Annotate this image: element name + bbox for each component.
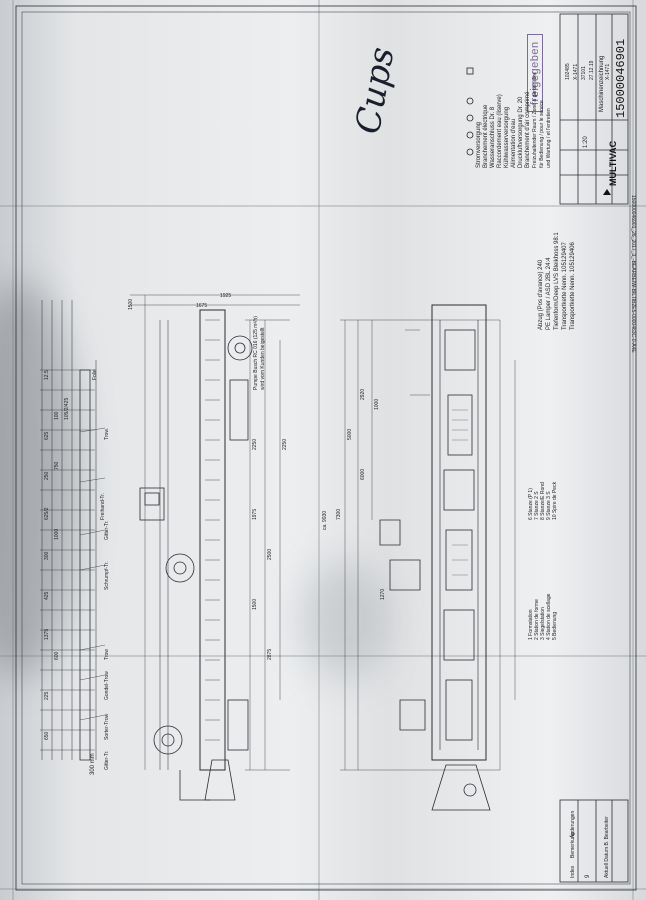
drawing-number: 15000046901: [614, 38, 628, 118]
dimension-label: 6000: [360, 468, 366, 480]
dimension-label: 425: [44, 591, 50, 600]
fold-line: [318, 0, 320, 900]
dimension-label: 225: [44, 691, 50, 700]
spec-item: Transportkette Nenn. 105129407: [562, 242, 568, 330]
revision-row: Aktuell Datum B. Bearbeiter: [604, 816, 610, 878]
legend-item: für Bedienung / pour le service: [539, 100, 545, 168]
fold-line: [12, 0, 14, 900]
dimension-label: 625: [44, 431, 50, 440]
legend-item: Druckluftversorgung Dr. 20: [518, 96, 524, 168]
legend-item: Raccordement eau (liserve): [497, 94, 503, 168]
legend-item: Stromversorgung: [476, 121, 482, 168]
title-value: X-1471: [573, 63, 579, 80]
tray-label: Folie: [92, 369, 98, 380]
dimension-label: 1375: [44, 628, 50, 640]
spec-item: PE Lamper / ASD 2BL 24:4: [546, 257, 552, 331]
dimension-label: 5000: [347, 428, 353, 440]
header-code: 150000046901_26_2017_3_-BEARBEIW-BILTIB2…: [630, 195, 636, 353]
fold-line: [0, 655, 646, 657]
legend-item: Branchement électrique: [483, 104, 489, 168]
dimension-label: 300 mm: [90, 753, 96, 775]
dimension-label: 1000: [374, 398, 380, 410]
dimension-label: 650: [44, 731, 50, 740]
legend-item: und Wartung / et l'entretien: [546, 108, 552, 168]
legend-item: Kühlwasserversorgung: [504, 106, 510, 168]
dimension-label: 1975: [252, 508, 258, 520]
dimension-label: 1500: [128, 298, 134, 310]
tray-label: Freihand-Tr.: [100, 492, 106, 520]
tray-label: Schrumpf-Tr.: [104, 561, 110, 590]
dimension-label: 100: [54, 411, 60, 420]
tray-label: Trow.: [104, 427, 110, 440]
title-block-scale: 1:20: [583, 136, 589, 148]
tray-label: Gitter-Tr.: [104, 520, 110, 540]
spec-item: Tiefenform/Deep LVS Bleikhoss 98:1: [554, 232, 560, 330]
dimension-label: 1925: [220, 293, 232, 299]
dimension-label: 600: [54, 651, 60, 660]
title-value: 102485: [565, 63, 571, 80]
title-value: X-1471: [605, 63, 611, 80]
dimension-label: 2250: [282, 438, 288, 450]
pump-note: Pumpe Busch RC 016 (125 m³/h): [253, 316, 259, 390]
brand-logo: MULTIVAC: [608, 140, 618, 186]
spec-item: Transportkette Nenn. 105129406: [570, 242, 576, 330]
dimension-label: 625/2: [44, 507, 50, 520]
fold-line: [0, 888, 646, 890]
spec-item: Abzug (Pos d'avance) 240: [538, 259, 544, 330]
revision-index: 9: [585, 874, 591, 878]
pump-note: wird vom Kunden beigestellt: [260, 327, 266, 390]
revision-header: Änderungen: [570, 810, 576, 838]
revision-header: Index: [570, 865, 576, 878]
dimension-label: 1500: [252, 598, 258, 610]
tray-label: Trow: [104, 649, 110, 660]
dimension-label: 250: [44, 471, 50, 480]
fold-line: [632, 0, 634, 900]
dimension-label: 1270: [380, 588, 386, 600]
dimension-label: 7300: [336, 508, 342, 520]
dimension-label: 2920: [360, 388, 366, 400]
dimension-label: 750: [54, 461, 60, 470]
fold-line: [0, 205, 646, 207]
dimension-label: 300: [44, 551, 50, 560]
dimension-label: 105/2/425: [64, 397, 70, 420]
logo-mark: [603, 189, 611, 195]
tray-label: Gondel-Trow: [104, 671, 110, 700]
legend-item: Alimentation d'eau: [511, 118, 517, 168]
dimension-label: ca. 9930: [322, 510, 328, 530]
station-item: 10 Spire de Peck: [552, 481, 558, 520]
dimension-label: 1000: [54, 528, 60, 540]
dimension-label: 2500: [267, 548, 273, 560]
legend-item: Branchement d'air comprimé: [525, 91, 531, 168]
dimension-label: 2875: [267, 648, 273, 660]
tray-label: Gitter-Tr.: [104, 750, 110, 770]
station-item: 5 Bedienung: [552, 611, 558, 640]
legend-item: Wasseranschluss Dr. 8: [490, 106, 496, 168]
tray-label: Sorter-Trow: [104, 713, 110, 740]
dimension-label: 12.5: [44, 370, 50, 380]
title-value: 37101: [581, 66, 587, 80]
legend-item: Freizuhaltender Raum / Zone à garder lib…: [532, 72, 538, 168]
dimension-label: 1675: [196, 303, 208, 309]
dimension-label: 2250: [252, 438, 258, 450]
title-value: 27.12.19: [589, 60, 595, 80]
